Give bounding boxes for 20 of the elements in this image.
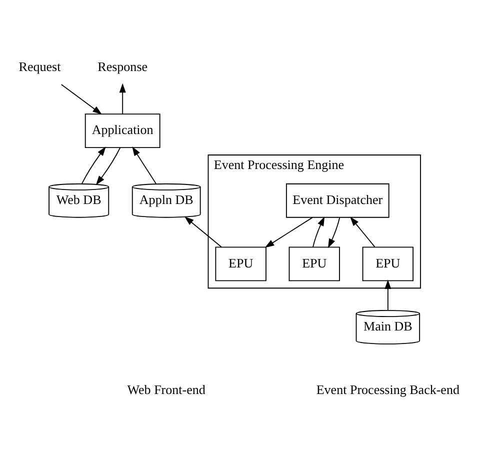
- node-box: EPU: [288, 246, 340, 282]
- arrow: [96, 147, 121, 186]
- node-box: Application: [84, 114, 160, 148]
- arrow: [82, 146, 106, 184]
- node-text: Response: [98, 58, 148, 74]
- arrow: [119, 83, 126, 114]
- arrow: [312, 216, 325, 248]
- node-text: Request: [18, 58, 61, 74]
- node-box: Event Dispatcher: [286, 183, 390, 218]
- arrow: [384, 280, 392, 311]
- node-box: EPU: [362, 246, 414, 282]
- arrow: [350, 216, 376, 248]
- label: Event Processing Back-end: [316, 382, 460, 397]
- node-box: EPU: [215, 246, 266, 282]
- label: Web Front-end: [127, 382, 206, 397]
- arrow: [264, 216, 314, 248]
- arrow: [328, 217, 340, 248]
- arrow: [184, 216, 222, 248]
- arrow: [60, 84, 102, 115]
- arrow: [132, 146, 156, 184]
